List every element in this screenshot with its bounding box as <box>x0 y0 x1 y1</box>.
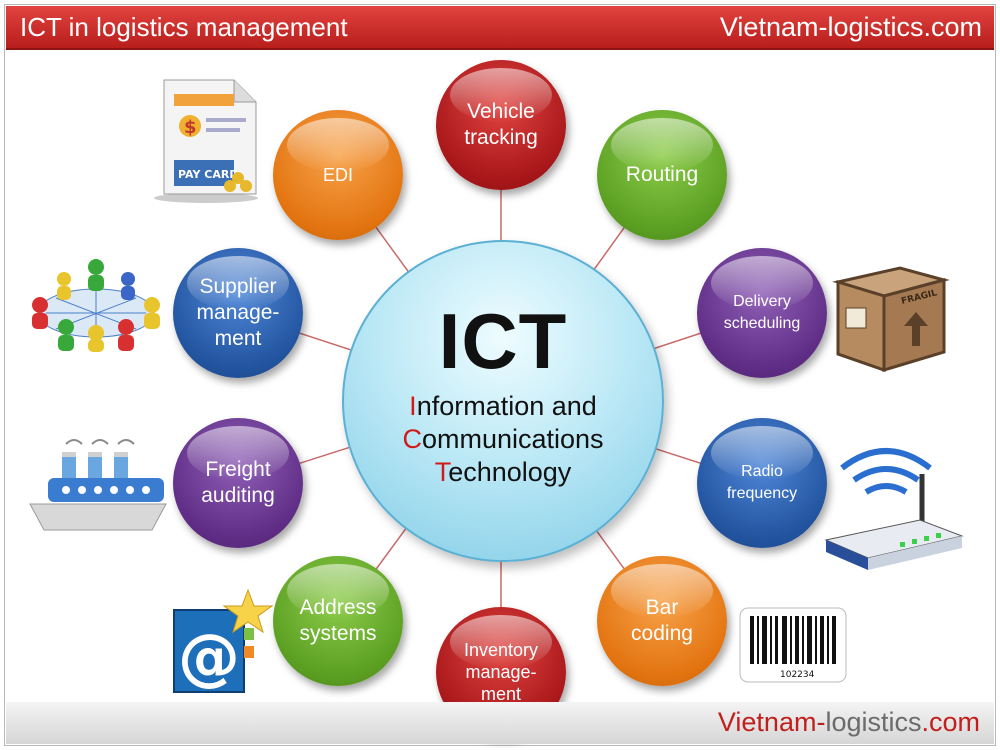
slide-frame <box>4 4 996 746</box>
ict-hub-circle: ICT Information and Communications Techn… <box>342 240 664 562</box>
header-site-name: Vietnam-logistics.com <box>719 12 982 42</box>
footer-bar: Vietnam-logistics.com <box>6 702 994 744</box>
pay-card-label: PAY CARD <box>178 168 239 181</box>
svg-text:$: $ <box>184 117 197 138</box>
barcode-icon: 102234 <box>739 607 847 683</box>
node-routing: Routing <box>597 110 727 240</box>
barcode-number: 102234 <box>780 670 815 680</box>
cargo-ship-icon <box>29 439 167 531</box>
fragile-box-icon: FRAGIL <box>832 266 950 373</box>
hub-line-3: Technology <box>434 457 572 487</box>
hub-line-2: Communications <box>402 424 604 454</box>
header-bar: ICT in logistics management Vietnam-logi… <box>6 6 994 50</box>
email-at-icon: @ <box>173 588 274 693</box>
hub-title: ICT <box>438 297 568 385</box>
footer-site-name: Vietnam-logistics.com <box>717 707 980 737</box>
hub-line-1: Information and <box>409 391 597 421</box>
wireless-router-icon <box>824 448 964 570</box>
hub-subtitle: Information and Communications Technolog… <box>344 390 662 489</box>
node-edi: EDI <box>273 110 403 240</box>
pay-card-document-icon: $ PAY CARD <box>154 79 258 203</box>
people-network-icon <box>32 259 160 352</box>
slide-title: ICT in logistics management <box>20 12 348 42</box>
svg-text:@: @ <box>178 620 240 693</box>
